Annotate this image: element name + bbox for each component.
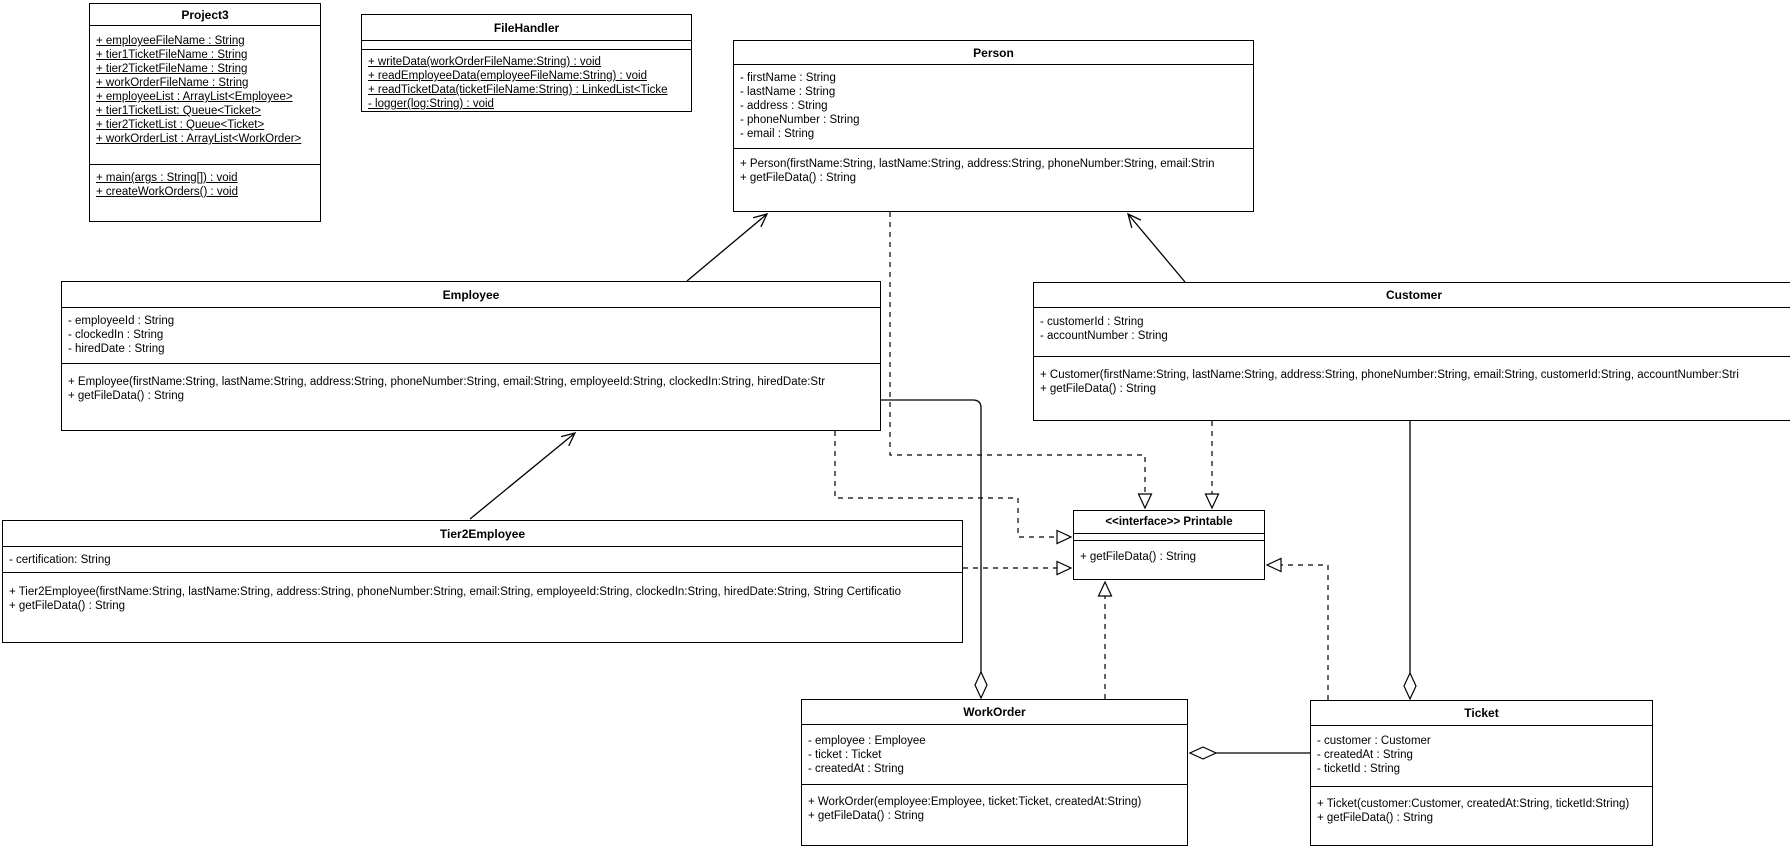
generalization-employee-to-person[interactable] xyxy=(686,213,769,282)
class-method: + getFileData() : String xyxy=(1040,383,1157,395)
class-title: Ticket xyxy=(1311,701,1652,726)
class-method: + getFileData() : String xyxy=(68,390,185,402)
class-attribute: - createdAt : String xyxy=(808,763,904,775)
realization-ticket-to-printable[interactable] xyxy=(1265,557,1329,700)
class-attribute: + workOrderFileName : String xyxy=(96,77,249,89)
class-attribute: - customer : Customer xyxy=(1317,735,1431,747)
class-method: + main(args : String[]) : void xyxy=(96,172,238,184)
class-method: + getFileData() : String xyxy=(808,810,925,822)
class-attributes-section: + employeeFileName : String + tier1Ticke… xyxy=(90,26,320,164)
class-attribute: - firstName : String xyxy=(740,72,836,84)
class-methods-section: + getFileData() : String xyxy=(1074,540,1264,579)
class-method: + WorkOrder(employee:Employee, ticket:Ti… xyxy=(808,796,1142,808)
class-method: - logger(log:String) : void xyxy=(368,98,494,110)
class-attribute: + tier2TicketList : Queue<Ticket> xyxy=(96,119,265,131)
class-attribute: - hiredDate : String xyxy=(68,343,165,355)
class-title: Person xyxy=(734,41,1253,65)
class-attributes-section: - firstName : String - lastName : String… xyxy=(734,65,1253,148)
class-method: + getFileData() : String xyxy=(1317,812,1434,824)
class-title: Tier2Employee xyxy=(3,521,962,547)
class-attribute: - lastName : String xyxy=(740,86,836,98)
class-method: + getFileData() : String xyxy=(1080,551,1197,563)
class-attributes-section: - customer : Customer - createdAt : Stri… xyxy=(1311,726,1652,786)
class-methods-section: + Customer(firstName:String, lastName:St… xyxy=(1034,356,1790,420)
class-customer[interactable]: Customer - customerId : String - account… xyxy=(1033,282,1790,421)
class-method: + getFileData() : String xyxy=(740,172,857,184)
class-attribute: + tier2TicketFileName : String xyxy=(96,63,248,75)
class-person[interactable]: Person - firstName : String - lastName :… xyxy=(733,40,1254,212)
class-attribute: + tier1TicketList: Queue<Ticket> xyxy=(96,105,262,117)
class-methods-section: + Ticket(customer:Customer, createdAt:St… xyxy=(1311,786,1652,845)
class-title: FileHandler xyxy=(362,15,691,41)
class-attribute: - ticket : Ticket xyxy=(808,749,882,761)
class-method: + Customer(firstName:String, lastName:St… xyxy=(1040,369,1739,381)
class-employee[interactable]: Employee - employeeId : String - clocked… xyxy=(61,281,881,431)
class-method: + Employee(firstName:String, lastName:St… xyxy=(68,376,826,388)
class-method: + writeData(workOrderFileName:String) : … xyxy=(368,56,601,68)
class-attributes-section: - employee : Employee - ticket : Ticket … xyxy=(802,725,1187,784)
class-method: + readTicketData(ticketFileName:String) … xyxy=(368,84,668,96)
class-attribute: - createdAt : String xyxy=(1317,749,1413,761)
class-attribute: + employeeList : ArrayList<Employee> xyxy=(96,91,293,103)
class-methods-section: + writeData(workOrderFileName:String) : … xyxy=(362,49,691,111)
class-ticket[interactable]: Ticket - customer : Customer - createdAt… xyxy=(1310,700,1653,846)
class-tier2employee[interactable]: Tier2Employee - certification: String + … xyxy=(2,520,963,643)
class-methods-section: + Tier2Employee(firstName:String, lastNa… xyxy=(3,572,962,642)
class-method: + Person(firstName:String, lastName:Stri… xyxy=(740,158,1215,170)
generalization-customer-to-person[interactable] xyxy=(1127,212,1186,283)
class-attribute: - accountNumber : String xyxy=(1040,330,1168,342)
class-workorder[interactable]: WorkOrder - employee : Employee - ticket… xyxy=(801,699,1188,846)
class-method: + readEmployeeData(employeeFileName:Stri… xyxy=(368,70,648,82)
class-methods-section: + WorkOrder(employee:Employee, ticket:Ti… xyxy=(802,784,1187,845)
class-project3[interactable]: Project3 + employeeFileName : String + t… xyxy=(89,3,321,222)
class-attribute: - employeeId : String xyxy=(68,315,175,327)
class-methods-section: + Employee(firstName:String, lastName:St… xyxy=(62,363,880,430)
class-title: Customer xyxy=(1034,283,1790,308)
class-method: + Tier2Employee(firstName:String, lastNa… xyxy=(9,586,901,598)
class-method: + getFileData() : String xyxy=(9,600,126,612)
class-attribute: - certification: String xyxy=(9,554,111,566)
class-attribute: + employeeFileName : String xyxy=(96,35,245,47)
class-title: Project3 xyxy=(90,4,320,26)
class-method: + createWorkOrders() : void xyxy=(96,186,238,198)
class-attribute: + workOrderList : ArrayList<WorkOrder> xyxy=(96,133,302,145)
class-attributes-section xyxy=(362,41,691,49)
class-attribute: - ticketId : String xyxy=(1317,763,1401,775)
class-title: Employee xyxy=(62,282,880,308)
class-attributes-section: - customerId : String - accountNumber : … xyxy=(1034,308,1790,356)
class-attribute: + tier1TicketFileName : String xyxy=(96,49,248,61)
class-title: WorkOrder xyxy=(802,700,1187,725)
class-attribute: - address : String xyxy=(740,100,828,112)
class-attribute: - employee : Employee xyxy=(808,735,926,747)
generalization-tier2employee-to-employee[interactable] xyxy=(469,432,577,520)
class-filehandler[interactable]: FileHandler + writeData(workOrderFileNam… xyxy=(361,14,692,112)
class-attributes-section: - certification: String xyxy=(3,547,962,572)
class-attribute: - phoneNumber : String xyxy=(740,114,860,126)
class-printable-interface[interactable]: <<interface>> Printable + getFileData() … xyxy=(1073,510,1265,580)
class-attribute: - clockedIn : String xyxy=(68,329,164,341)
class-attribute: - customerId : String xyxy=(1040,316,1144,328)
class-methods-section: + Person(firstName:String, lastName:Stri… xyxy=(734,148,1253,211)
class-method: + Ticket(customer:Customer, createdAt:St… xyxy=(1317,798,1630,810)
class-title: <<interface>> Printable xyxy=(1074,511,1264,534)
class-attribute: - email : String xyxy=(740,128,815,140)
class-methods-section: + main(args : String[]) : void + createW… xyxy=(90,164,320,221)
class-attributes-section: - employeeId : String - clockedIn : Stri… xyxy=(62,308,880,363)
